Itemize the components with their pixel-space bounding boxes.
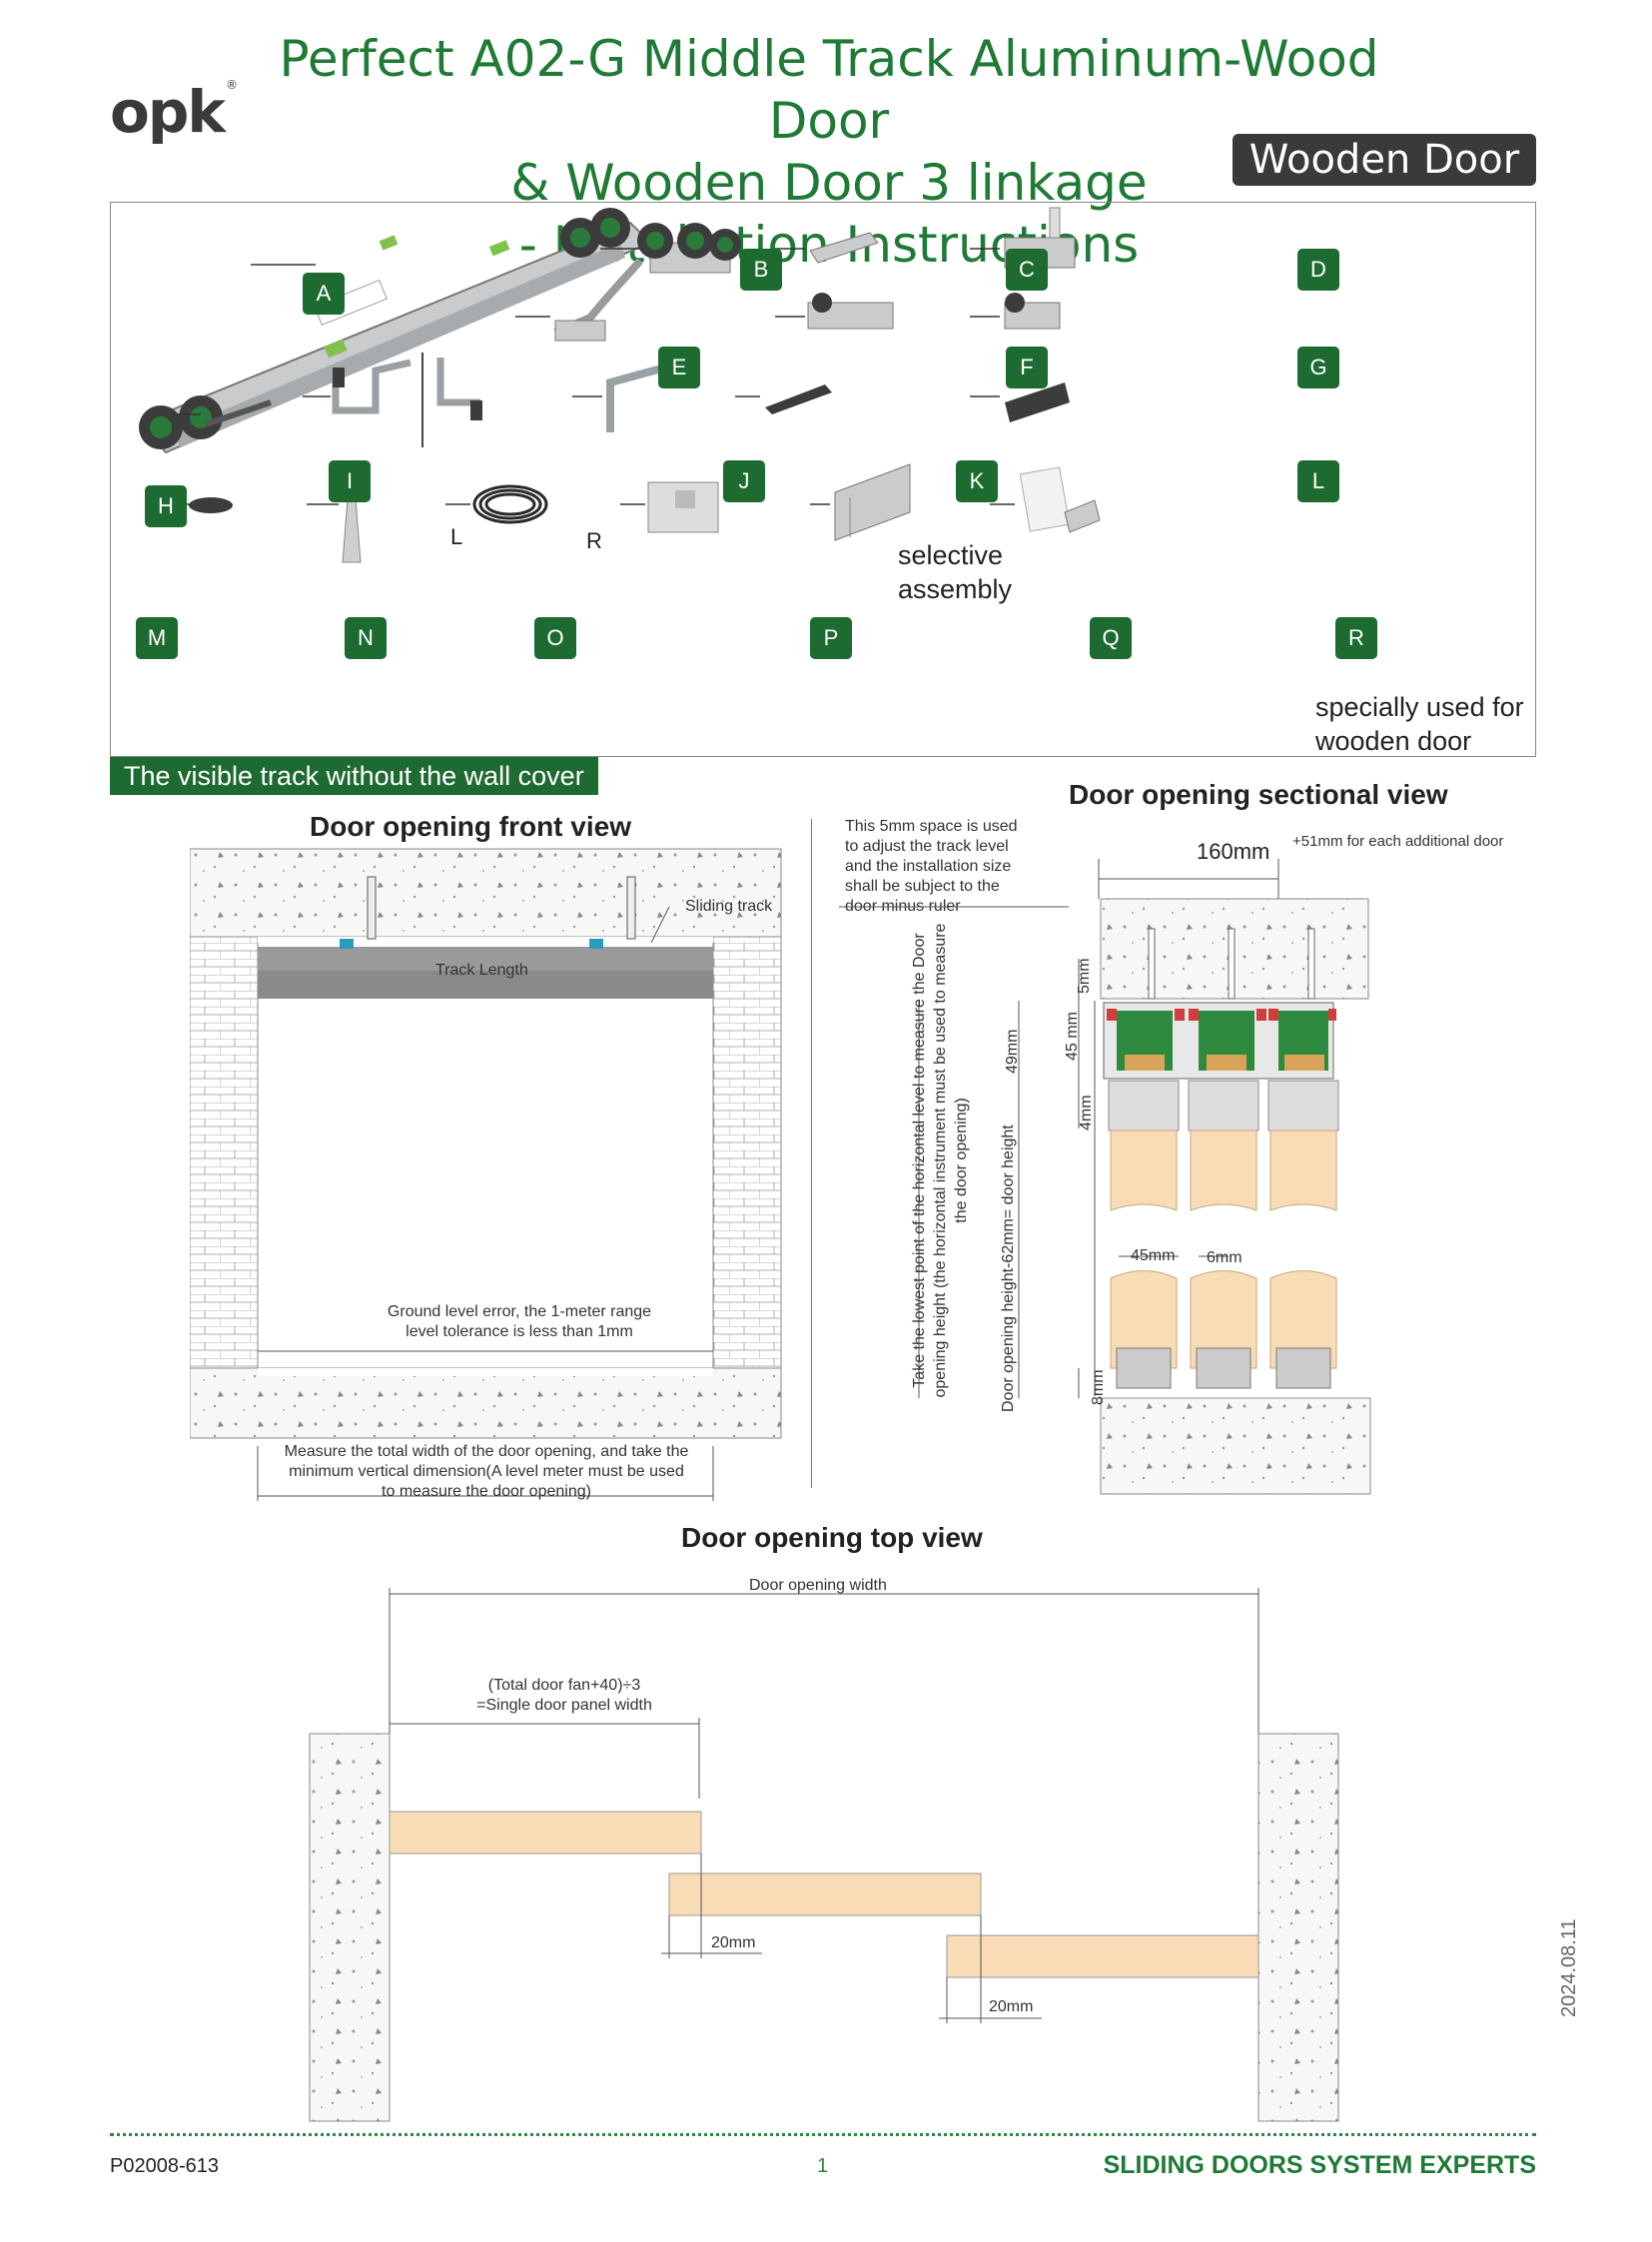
dim-door-6mm: 6mm	[1207, 1249, 1242, 1266]
footer-slogan: SLIDING DOORS SYSTEM EXPERTS	[1103, 2151, 1536, 2179]
dim-door-45mm: 45mm	[1131, 1247, 1176, 1264]
part-label-p: P	[810, 617, 852, 659]
part-label-d: D	[1297, 249, 1339, 291]
width-160-label: 160mm	[1197, 839, 1270, 864]
part-i-illustration	[303, 353, 482, 447]
ground-level-note: Ground level error, the 1-meter range le…	[387, 1303, 652, 1340]
part-h-illustration	[173, 399, 272, 427]
part-label-e: E	[658, 347, 700, 388]
part-label-a: A	[303, 273, 345, 315]
visible-track-banner: The visible track without the wall cover	[110, 757, 598, 795]
front-view-drawing	[190, 848, 782, 1501]
part-c-illustration	[775, 232, 879, 264]
dim-5mm: 5mm	[1076, 958, 1093, 994]
overlap-20mm-1: 20mm	[711, 1934, 756, 1951]
part-label-j: J	[723, 460, 765, 502]
overlap-20mm-2: 20mm	[989, 1998, 1034, 2015]
part-b-illustration	[600, 223, 741, 274]
parts-panel: A B C D E F G H I J K L M N O P Q R L R …	[110, 202, 1536, 757]
document-date: 2024.08.11	[1558, 1918, 1580, 2017]
part-o-illustration	[445, 484, 548, 524]
page-title: Perfect A02-G Middle Track Aluminum-Wood…	[230, 28, 1428, 276]
top-view-title: Door opening top view	[681, 1522, 983, 1553]
title-line-1: Perfect A02-G Middle Track Aluminum-Wood…	[279, 30, 1379, 150]
dim-4mm: 4mm	[1078, 1095, 1095, 1130]
part-label-i: I	[329, 460, 371, 502]
dim-45mm: 45 mm	[1064, 1012, 1081, 1061]
part-label-o: O	[534, 617, 576, 659]
part-g-illustration	[970, 293, 1061, 330]
dim-8mm: 8mm	[1090, 1369, 1107, 1405]
track-length-label: Track Length	[435, 962, 528, 979]
selective-assembly-note: selective assembly	[898, 540, 1013, 604]
part-label-f: F	[1006, 347, 1048, 388]
part-f-illustration	[775, 293, 894, 330]
bracket-right-label: R	[586, 528, 602, 553]
part-label-c: C	[1006, 249, 1048, 291]
top-view-drawing	[309, 1588, 1339, 2122]
part-label-g: G	[1297, 347, 1339, 388]
part-label-h: H	[145, 485, 187, 527]
document-code: P02008-613	[110, 2155, 219, 2177]
part-e-illustration	[515, 258, 644, 342]
sliding-track-label: Sliding track	[685, 898, 773, 915]
page-number: 1	[817, 2155, 829, 2177]
part-r-illustration	[990, 466, 1101, 533]
additional-door-note: +51mm for each additional door	[1292, 833, 1504, 850]
part-p-illustration	[620, 481, 719, 533]
part-j-illustration	[572, 364, 667, 432]
height-formula: Door opening height-62mm= door height	[1000, 1124, 1017, 1412]
parts-illustrations	[139, 207, 1101, 563]
opening-width-label: Door opening width	[749, 1577, 887, 1594]
part-l-illustration	[970, 382, 1070, 422]
part-label-l: L	[1297, 460, 1339, 502]
dim-49mm: 49mm	[1004, 1029, 1021, 1074]
section-view-drawing	[839, 859, 1371, 1495]
view-divider	[811, 819, 812, 1488]
wooden-door-badge: Wooden Door	[1233, 134, 1536, 186]
part-k-illustration	[735, 384, 832, 414]
front-view-title: Door opening front view	[310, 811, 631, 842]
brand-logo: opk®	[110, 78, 238, 146]
measure-note: Measure the total width of the door open…	[284, 1443, 689, 1500]
bracket-left-label: L	[450, 524, 463, 549]
wooden-door-note: specially used for wooden door	[1315, 692, 1524, 756]
part-label-r: R	[1335, 617, 1377, 659]
part-label-n: N	[345, 617, 387, 659]
section-view-title: Door opening sectional view	[1069, 779, 1448, 810]
part-q-illustration	[810, 463, 911, 541]
panel-width-formula: (Total door fan+40)÷3 =Single door panel…	[476, 1677, 652, 1714]
part-label-q: Q	[1090, 617, 1132, 659]
part-label-b: B	[740, 249, 782, 291]
part-label-m: M	[136, 617, 178, 659]
vertical-measure-note: Take the lowest point of the horizontal …	[911, 923, 970, 1398]
footer-divider	[110, 2133, 1536, 2136]
part-label-k: K	[956, 460, 998, 502]
